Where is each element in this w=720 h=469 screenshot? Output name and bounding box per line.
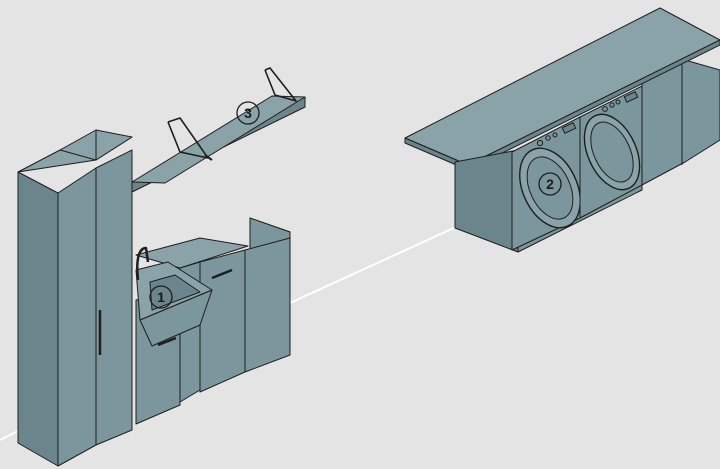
wall-floor-line-left (0, 429, 21, 441)
wall-shelf (131, 67, 306, 193)
callout-1-label: 1 (157, 289, 165, 305)
tall-cabinet (17, 129, 133, 467)
wall-floor-line (289, 226, 457, 304)
washer (511, 116, 581, 251)
callout-3-label: 3 (244, 105, 252, 121)
callout-2-label: 2 (546, 176, 554, 192)
dryer (579, 85, 643, 219)
right-side-panel (641, 59, 720, 186)
countertop (404, 7, 720, 171)
callout-1: 1 (149, 285, 173, 309)
callout-3: 3 (236, 101, 260, 125)
callout-2: 2 (538, 172, 562, 196)
